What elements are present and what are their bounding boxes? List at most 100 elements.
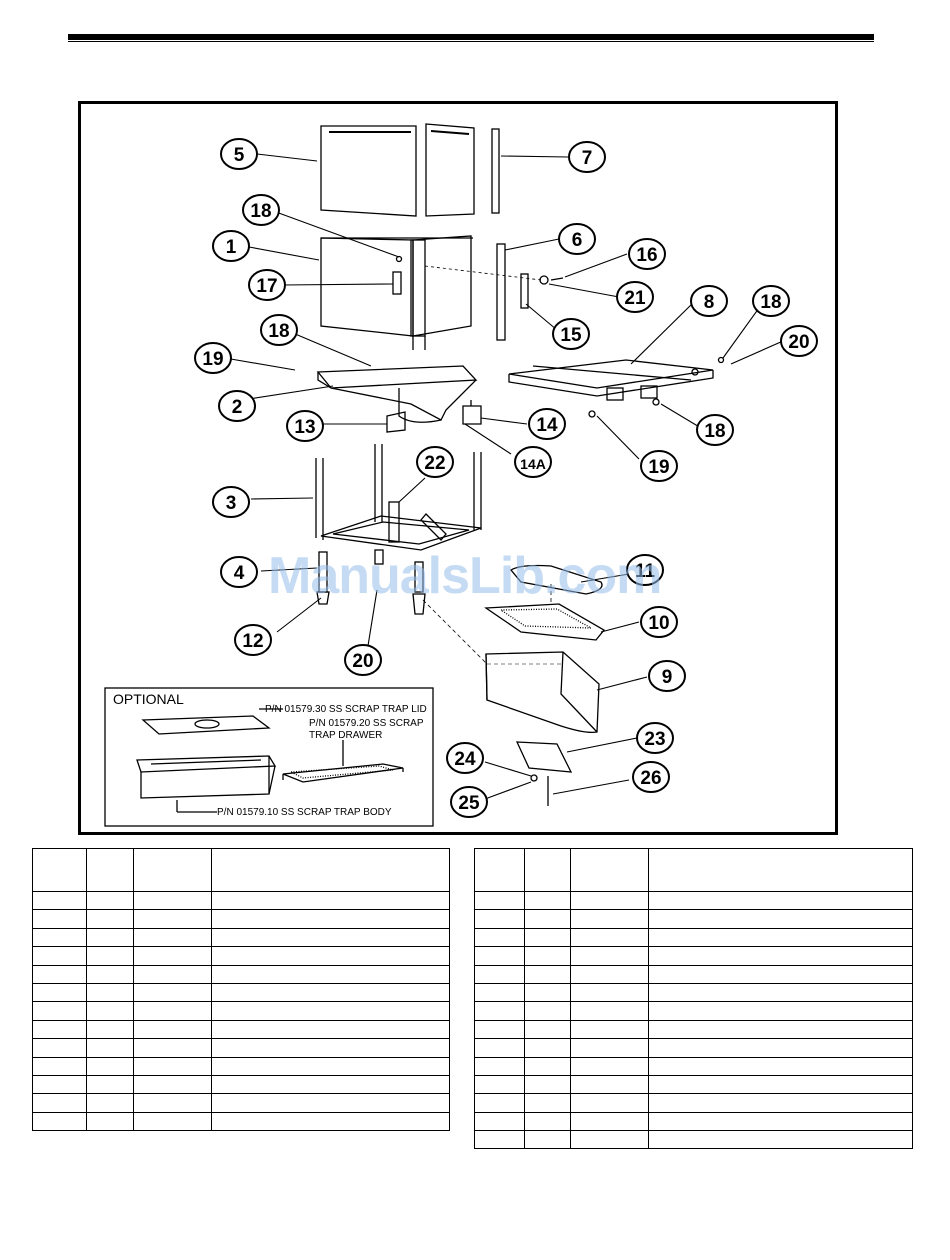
callout-17: 17: [248, 269, 286, 301]
optional-drawer-label-2: TRAP DRAWER: [309, 730, 382, 741]
table-cell: [211, 927, 450, 948]
table-cell: [32, 890, 87, 911]
table-cell: [133, 1093, 212, 1113]
table-cell: [524, 1019, 571, 1040]
optional-drawer-label-1: P/N 01579.20 SS SCRAP: [309, 718, 424, 729]
callout-18: 18: [260, 314, 298, 346]
table-cell: [211, 946, 450, 966]
table-row: [474, 982, 913, 1003]
optional-body-label: P/N 01579.10 SS SCRAP TRAP BODY: [217, 807, 392, 818]
callout-14A: 14A: [514, 446, 552, 478]
header-rule-thin: [68, 41, 874, 42]
table-cell: [211, 890, 450, 911]
callout-label: 20: [352, 651, 373, 672]
table-cell: [648, 946, 913, 966]
table-row: [474, 927, 913, 948]
table-row: [32, 946, 450, 966]
callout-7: 7: [568, 141, 606, 173]
callout-label: 3: [226, 493, 237, 514]
table-cell: [648, 1074, 913, 1095]
part-strip: [491, 128, 500, 214]
table-cell: [133, 1056, 212, 1076]
table-cell: [32, 1093, 87, 1113]
table-cell: [648, 1111, 913, 1132]
table-cell: [570, 909, 649, 929]
table-cell: [133, 909, 212, 929]
table-row: [474, 1056, 913, 1076]
part-clip: [462, 405, 482, 425]
table-cell: [474, 1038, 525, 1058]
table-cell: [570, 1074, 649, 1095]
callout-label: 7: [582, 148, 593, 169]
table-cell: [524, 964, 571, 984]
callout-label: 20: [788, 332, 809, 353]
callout-label: 22: [424, 453, 445, 474]
part-side-panel-2: [425, 123, 475, 217]
table-row: [474, 909, 913, 929]
table-cell: [648, 1019, 913, 1040]
table-cell: [32, 1074, 87, 1095]
parts-table-left: [32, 848, 450, 1132]
table-cell: [474, 946, 525, 966]
table-row: [474, 1038, 913, 1058]
table-row: [474, 1093, 913, 1113]
table-cell: [32, 1038, 87, 1058]
callout-19: 19: [640, 450, 678, 482]
table-row: [32, 1111, 450, 1132]
callout-label: 23: [644, 729, 665, 750]
part-rail: [496, 243, 506, 341]
callout-18: 18: [752, 285, 790, 317]
table-cell: [211, 1074, 450, 1095]
table-cell: [211, 1056, 450, 1076]
callout-12: 12: [234, 624, 272, 656]
callout-label: 8: [704, 292, 715, 313]
table-cell: [86, 1093, 134, 1113]
table-cell: [648, 927, 913, 948]
callout-8: 8: [690, 285, 728, 317]
table-cell: [524, 890, 571, 911]
table-cell: [474, 1111, 525, 1132]
parts-table-right: [474, 848, 913, 1150]
table-header-cell: [570, 848, 649, 892]
table-cell: [86, 1038, 134, 1058]
table-cell: [133, 1074, 212, 1095]
table-cell: [211, 1093, 450, 1113]
table-header-cell: [32, 848, 87, 892]
table-cell: [32, 964, 87, 984]
callout-22: 22: [416, 446, 454, 478]
table-row: [32, 927, 450, 948]
table-cell: [133, 1001, 212, 1021]
part-lid: [510, 564, 603, 595]
table-cell: [648, 1130, 913, 1150]
table-cell: [211, 1111, 450, 1132]
part-bracket-plate: [515, 741, 573, 773]
callout-label: 14: [536, 415, 558, 436]
callout-label: 19: [202, 349, 223, 370]
table-cell: [86, 927, 134, 948]
table-cell: [570, 1111, 649, 1132]
table-cell: [570, 964, 649, 984]
table-row: [474, 946, 913, 966]
table-cell: [133, 964, 212, 984]
part-hinge: [520, 273, 529, 309]
callout-label: 15: [560, 325, 582, 346]
table-cell: [133, 1111, 212, 1132]
table-cell: [211, 1019, 450, 1040]
optional-lid-label: P/N 01579.30 SS SCRAP TRAP LID: [265, 704, 427, 715]
callout-26: 26: [632, 761, 670, 793]
table-cell: [648, 1038, 913, 1058]
table-cell: [570, 1093, 649, 1113]
optional-drawer: [282, 763, 404, 783]
table-cell: [86, 909, 134, 929]
callout-label: 10: [648, 613, 669, 634]
table-cell: [474, 1001, 525, 1021]
callout-18: 18: [242, 194, 280, 226]
table-cell: [474, 1074, 525, 1095]
part-back-frame: [320, 237, 414, 337]
table-cell: [133, 982, 212, 1003]
table-cell: [86, 1074, 134, 1095]
table-cell: [133, 890, 212, 911]
table-cell: [133, 927, 212, 948]
table-row: [32, 964, 450, 984]
callout-label: 18: [704, 421, 725, 442]
